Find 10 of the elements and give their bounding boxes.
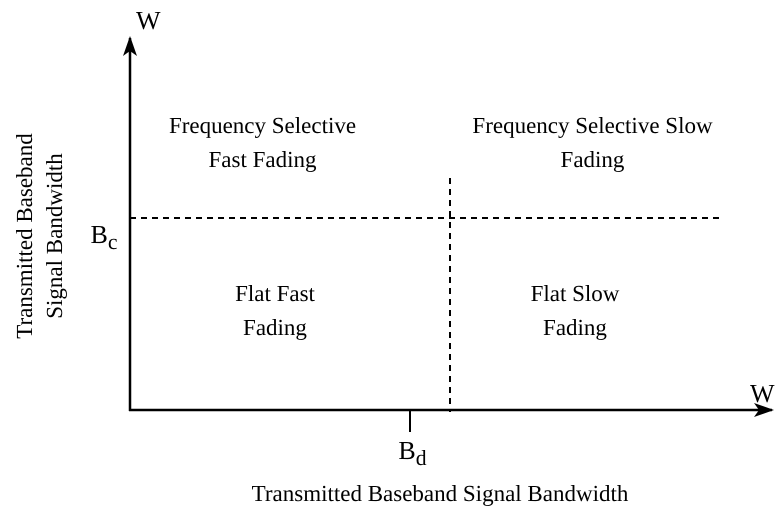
axis-label: W (136, 5, 162, 37)
region-label: Flat Slow Fading (530, 280, 620, 342)
threshold-label: B$_{d}$ (397, 435, 428, 472)
axis-title: Transmitted Baseband Signal Bandwidth (250, 480, 630, 508)
axis-label: W (750, 378, 776, 410)
threshold-label: B$_{c}$ (90, 219, 118, 256)
region-label: Frequency Selective Fast Fading (168, 112, 358, 174)
axis-title: Transmitted Baseband Signal Bandwidth (11, 132, 68, 341)
region-label: Frequency Selective Slow Fading (471, 112, 714, 174)
region-label: Flat Fast Fading (234, 280, 316, 342)
